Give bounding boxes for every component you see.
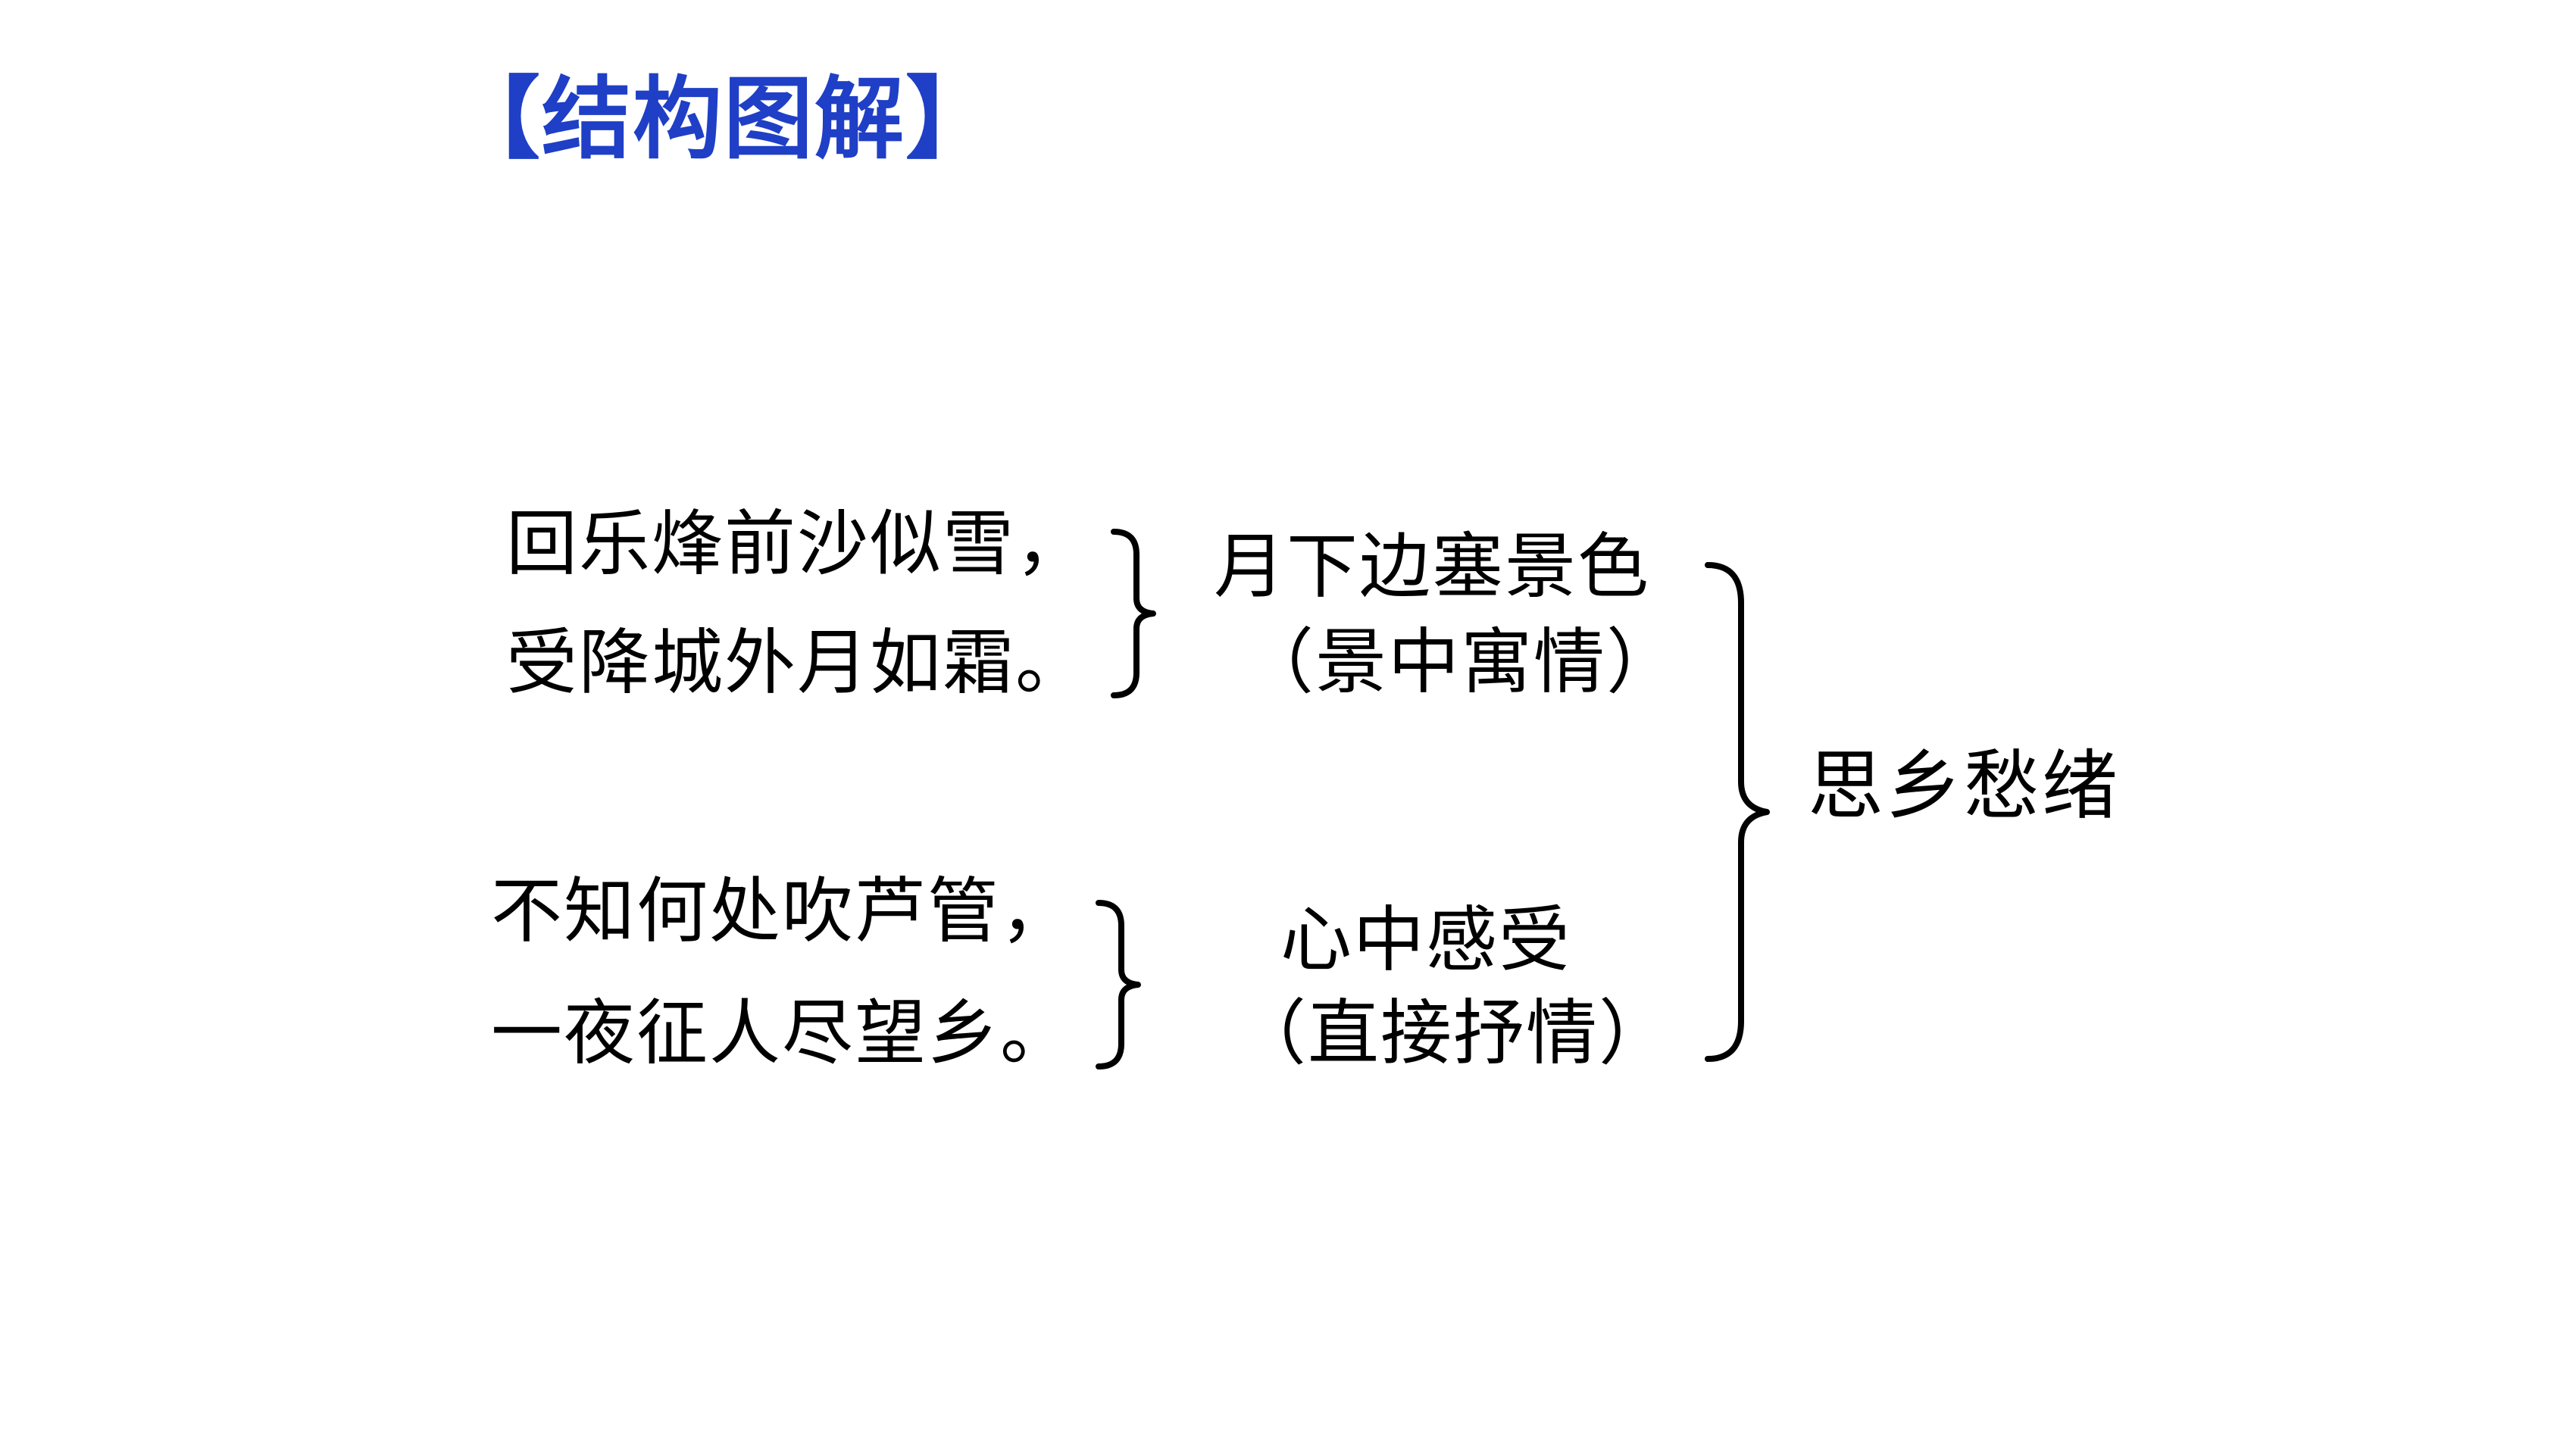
poem-line-4: 一夜征人尽望乡。 bbox=[491, 992, 1074, 1075]
summary-label: 思乡愁绪 bbox=[1808, 742, 2120, 830]
group-2-technique: （直接抒情） bbox=[1235, 992, 1672, 1075]
brace-group-2 bbox=[1096, 900, 1141, 1070]
brace-summary bbox=[1705, 562, 1770, 1062]
group-1-technique: （景中寓情） bbox=[1243, 621, 1680, 704]
slide-title: 【结构图解】 bbox=[451, 66, 997, 171]
group-1-label: 月下边塞景色 bbox=[1214, 526, 1651, 608]
poem-line-2: 受降城外月如霜。 bbox=[506, 622, 1089, 704]
poem-line-3: 不知何处吹芦管， bbox=[491, 870, 1074, 953]
group-2-label: 心中感受 bbox=[1280, 899, 1572, 982]
brace-group-1 bbox=[1111, 529, 1156, 698]
poem-line-1: 回乐烽前沙似雪， bbox=[506, 503, 1089, 586]
